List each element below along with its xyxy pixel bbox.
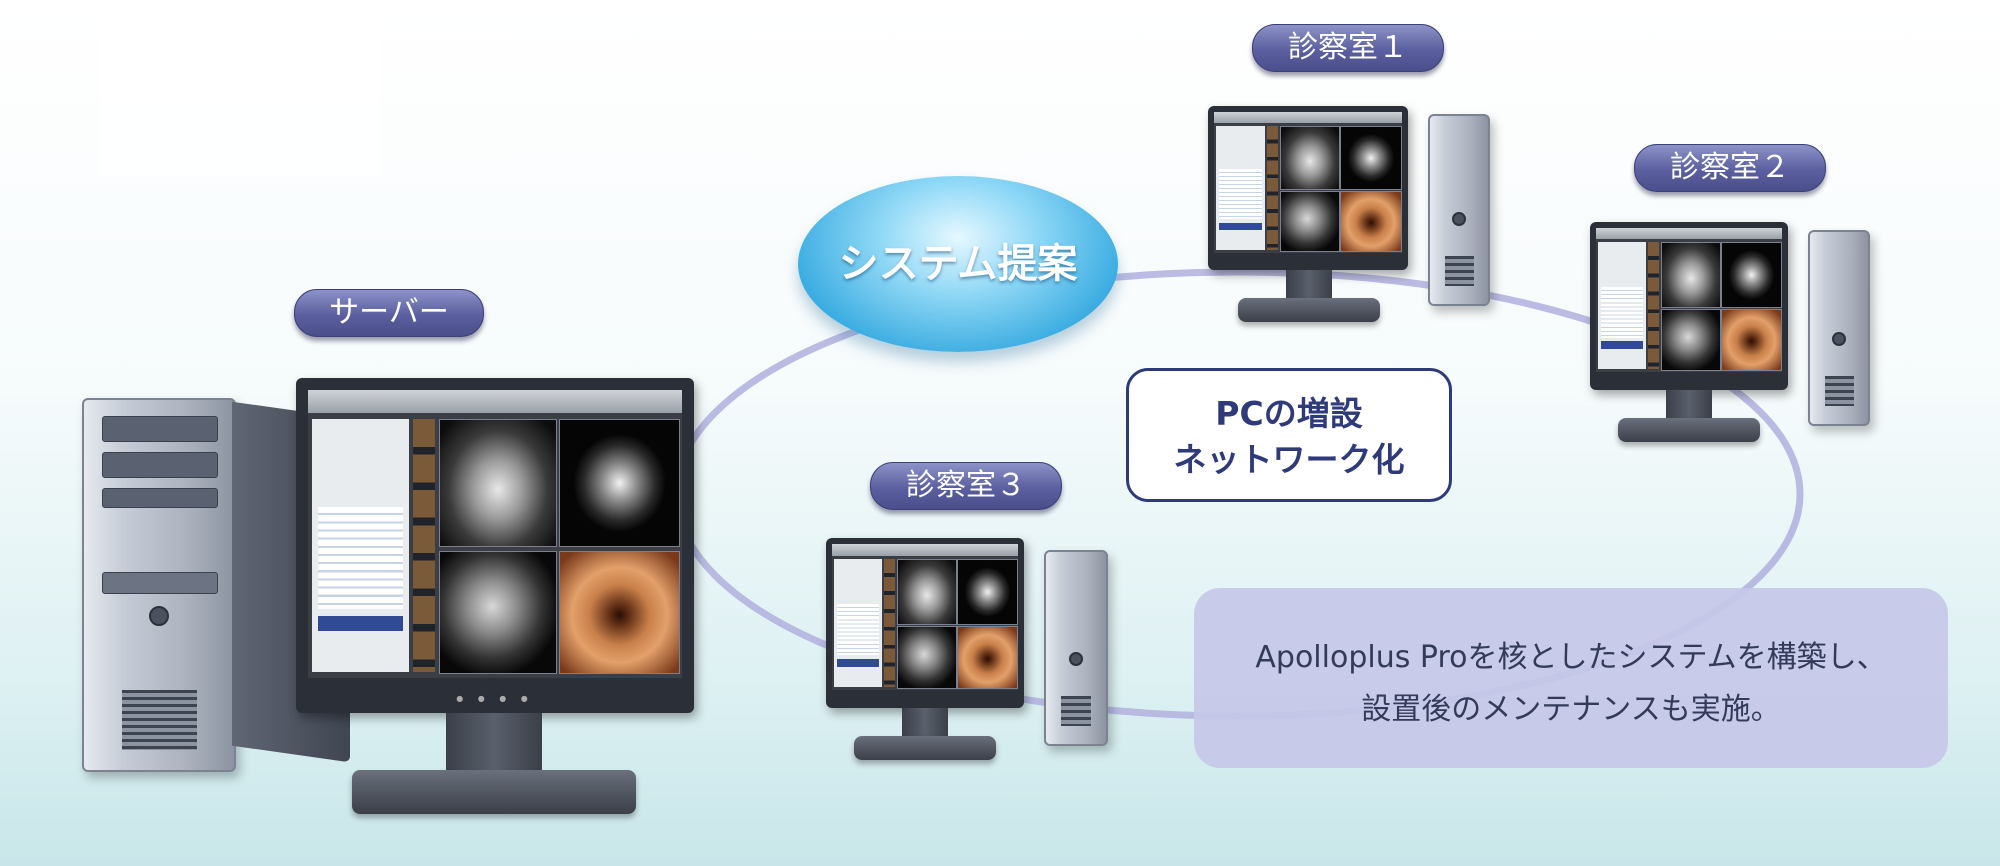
server-monitor-base bbox=[352, 770, 636, 814]
room3-label: 診察室３ bbox=[870, 462, 1062, 510]
callout-line2: ネットワーク化 bbox=[1173, 440, 1405, 479]
room3-monitor bbox=[826, 538, 1024, 708]
room1-monitor-base bbox=[1238, 298, 1380, 322]
server-monitor: ● ● ● ● bbox=[296, 378, 694, 713]
room2-monitor bbox=[1590, 222, 1788, 390]
info-box: Apolloplus Proを核としたシステムを構築し、 設置後のメンテナンスも… bbox=[1194, 588, 1948, 768]
room1-monitor bbox=[1208, 106, 1408, 270]
server-monitor-neck bbox=[446, 713, 542, 773]
expansion-callout: PCの増設 ネットワーク化 bbox=[1126, 368, 1452, 502]
info-line1: Apolloplus Proを核としたシステムを構築し、 bbox=[1255, 640, 1887, 675]
room1-tower bbox=[1428, 114, 1490, 306]
room2-label: 診察室２ bbox=[1634, 144, 1826, 192]
system-proposal-bubble: システム提案 bbox=[798, 176, 1118, 352]
room3-monitor-neck bbox=[902, 708, 948, 738]
info-line2: 設置後のメンテナンスも実施。 bbox=[1361, 692, 1781, 727]
server-tower bbox=[82, 398, 236, 772]
room2-tower bbox=[1808, 230, 1870, 426]
room1-power-icon bbox=[1452, 212, 1466, 226]
room1-label: 診察室１ bbox=[1252, 24, 1444, 72]
callout-line1: PCの増設 bbox=[1215, 394, 1363, 433]
room3-power-icon bbox=[1069, 652, 1083, 666]
room3-tower bbox=[1044, 550, 1108, 746]
room2-monitor-neck bbox=[1666, 390, 1712, 420]
room1-monitor-neck bbox=[1286, 270, 1332, 300]
server-label: サーバー bbox=[294, 289, 484, 337]
room2-power-icon bbox=[1832, 332, 1846, 346]
faint-overlay bbox=[100, 0, 380, 175]
room2-monitor-base bbox=[1618, 418, 1760, 442]
room3-monitor-base bbox=[854, 736, 996, 760]
server-power-icon bbox=[149, 606, 169, 626]
